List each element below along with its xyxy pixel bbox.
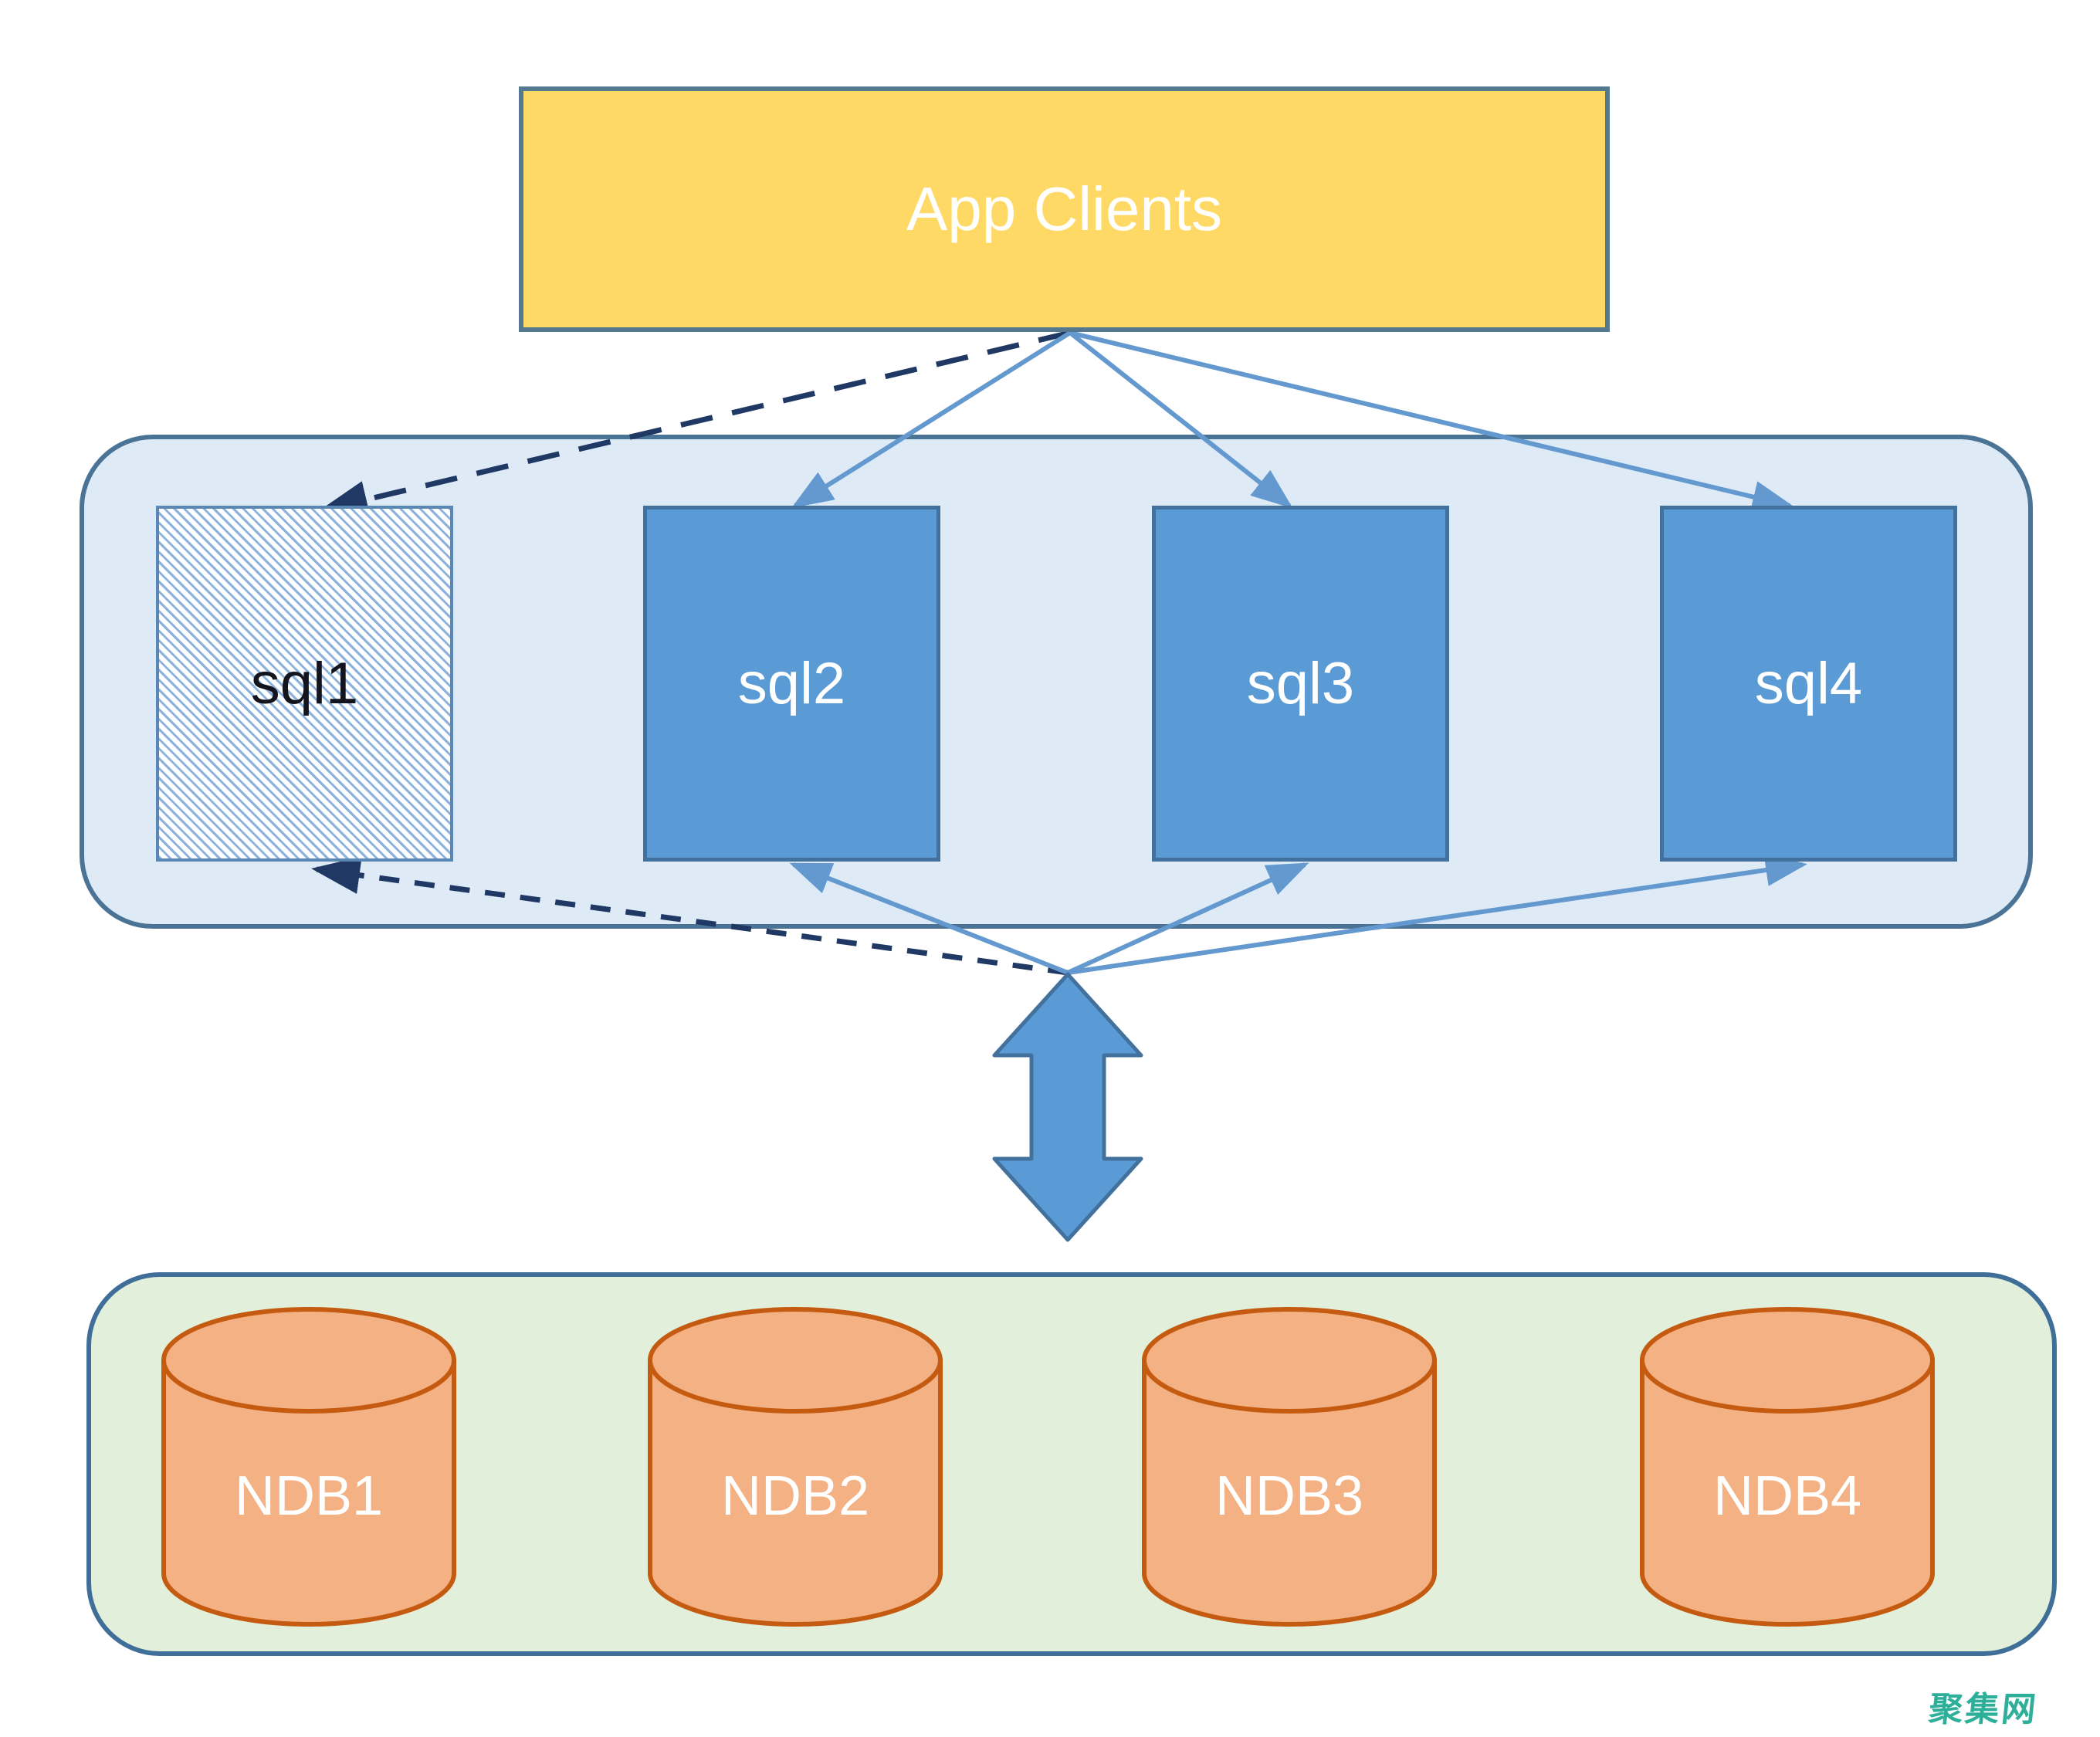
sql1-label: sql1 (250, 651, 359, 716)
ndb-cylinder-ndb3: NDB3 (1139, 1305, 1440, 1629)
ndb4-label: NDB4 (1712, 1464, 1862, 1527)
ndb-cylinder-ndb1: NDB1 (158, 1305, 459, 1629)
sql2-label: sql2 (737, 651, 846, 716)
app-clients-box: App Clients (519, 86, 1610, 332)
app-clients-label: App Clients (906, 174, 1223, 243)
ndb-cylinder-ndb4: NDB4 (1637, 1305, 1938, 1629)
sql-node-sql3: sql3 (1152, 506, 1449, 862)
ndb2-label: NDB2 (720, 1464, 870, 1527)
database-cylinder-icon (648, 1307, 943, 1627)
ndb3-label: NDB3 (1214, 1464, 1364, 1527)
ndb1-label: NDB1 (234, 1464, 384, 1527)
sql3-label: sql3 (1246, 651, 1355, 716)
watermark-text: 聚集网 (1926, 1691, 2041, 1729)
sql-ndb-double-arrow (992, 972, 1143, 1242)
sql-node-sql1: sql1 (156, 506, 453, 862)
database-cylinder-icon (1640, 1307, 1935, 1627)
database-cylinder-icon (1142, 1307, 1437, 1627)
sql4-label: sql4 (1754, 651, 1863, 716)
sql-node-sql2: sql2 (643, 506, 940, 862)
ndb-cylinder-ndb2: NDB2 (645, 1305, 946, 1629)
database-cylinder-icon (161, 1307, 456, 1627)
sql-node-sql4: sql4 (1660, 506, 1957, 862)
